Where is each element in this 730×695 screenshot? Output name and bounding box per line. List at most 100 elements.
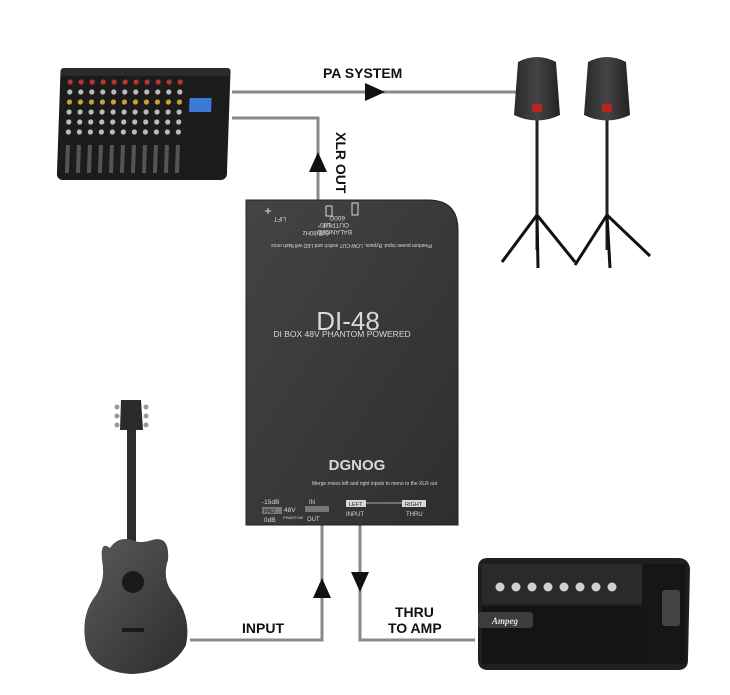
mixer-knob	[87, 129, 93, 135]
speaker-right	[573, 57, 652, 269]
mixer-knob	[89, 79, 95, 85]
bass-amp: Ampeg	[478, 558, 690, 670]
mixer-knob	[111, 79, 117, 85]
amp-knob	[495, 582, 505, 592]
mixer-display	[189, 98, 212, 112]
amp-knob	[591, 582, 601, 592]
di-box-body	[245, 199, 459, 526]
mixer-knob	[100, 79, 106, 85]
mixer-knob	[164, 129, 170, 135]
pa-speakers	[500, 57, 652, 269]
thru-arrow	[351, 572, 369, 592]
di-box: BALANCED OUTPUT 600Ω 180° -6dB/80Hz LIFT…	[245, 199, 459, 526]
mixer-knob	[166, 89, 172, 95]
mixer-knob	[77, 109, 83, 115]
mixer-knob	[143, 109, 149, 115]
mixer-fader	[64, 145, 70, 173]
amp-knob	[607, 582, 617, 592]
mixer-knob	[144, 79, 150, 85]
di-bottom-panel: -15dB PAD 0dB 48V PHANTOM IN OUT LEFT IN…	[262, 499, 426, 524]
di-top-switches	[265, 202, 359, 217]
mixer-knob	[111, 89, 117, 95]
amp-badge-plate	[478, 612, 533, 628]
di-thru-label: THRU	[406, 512, 423, 518]
di-top-balanced: BALANCED	[317, 228, 352, 235]
mixer-fader	[75, 145, 81, 173]
mixer-knob	[154, 109, 160, 115]
di-pad-hi: -15dB	[262, 499, 279, 506]
mixer-knob	[110, 109, 116, 115]
mixer-fader	[108, 145, 114, 173]
di-in-jack	[305, 506, 329, 512]
mixer-fader	[163, 145, 169, 173]
di-top-impedance: 600Ω	[329, 214, 345, 221]
mixer-fader	[86, 145, 92, 173]
mixer-fader	[152, 145, 158, 173]
mixer-knob	[99, 109, 105, 115]
thru-label: THRU	[395, 604, 434, 620]
mixer-knob	[99, 119, 105, 125]
mixer-knob	[176, 119, 182, 125]
mixer-knob	[153, 129, 159, 135]
mixer-knob	[88, 109, 94, 115]
di-top-panel: BALANCED OUTPUT 600Ω 180° -6dB/80Hz LIFT…	[271, 214, 432, 248]
speaker-left	[500, 57, 577, 269]
input-label: INPUT	[242, 620, 284, 636]
guitar-body	[84, 539, 188, 674]
di-phantom-48v: 48V	[284, 507, 296, 514]
pa-arrow	[365, 83, 385, 101]
di-model: DI-48	[316, 306, 380, 336]
mixer-knob	[121, 99, 128, 105]
di-out-label: OUT	[307, 517, 320, 523]
mixer-knob	[132, 109, 138, 115]
mixer-knob	[110, 99, 117, 105]
mixer-knob	[176, 109, 182, 115]
mixer-knob	[88, 99, 95, 105]
mixer-knob	[110, 119, 116, 125]
mixer-knob	[154, 99, 161, 105]
mixer-knob	[133, 79, 139, 85]
mixer-knob	[144, 89, 150, 95]
mixer-knob	[176, 99, 183, 105]
mixer-knob	[100, 89, 106, 95]
mixer-knob	[122, 79, 128, 85]
mixer-fader	[141, 145, 147, 173]
mixer-knob	[88, 119, 94, 125]
xlr-out-label: XLR OUT	[333, 132, 349, 194]
mixer-knob	[132, 119, 138, 125]
mixer-knob	[155, 89, 161, 95]
mixer-knob	[77, 119, 83, 125]
mixer-knob	[133, 89, 139, 95]
mixer-knob	[155, 79, 161, 85]
mixer-fader	[174, 145, 180, 173]
mixer-knob	[122, 89, 128, 95]
mixer-knob	[166, 79, 172, 85]
di-merge-note: Merge mixes left and right inputs to mon…	[312, 481, 438, 487]
di-top-notes: Phantom power input. Bypass, LOW-CUT swi…	[271, 242, 432, 248]
mixer-knob	[76, 129, 82, 135]
mixer-knob	[77, 99, 84, 105]
mixer-knob	[143, 99, 150, 105]
amp-handle	[662, 590, 680, 626]
mixer	[56, 68, 231, 180]
mixer-knob	[78, 89, 84, 95]
mixer-knob	[143, 119, 149, 125]
mixer-knob	[177, 89, 183, 95]
di-right-label: RIGHT	[405, 502, 423, 508]
mixer-knob	[66, 99, 73, 105]
mixer-knob	[142, 129, 148, 135]
di-pad-lo: 0dB	[264, 517, 276, 524]
arrows	[309, 83, 385, 598]
di-phantom-label: PHANTOM	[283, 515, 303, 520]
mixer-knob	[177, 79, 183, 85]
mixer-knob	[175, 129, 181, 135]
xlr-arrow	[309, 152, 327, 172]
mixer-knob	[67, 89, 73, 95]
mixer-knob	[132, 99, 139, 105]
mixer-knob	[89, 89, 95, 95]
mixer-knob	[109, 129, 115, 135]
mixer-channel-strips	[64, 79, 183, 173]
xlr-cable	[232, 116, 320, 200]
mixer-knob	[121, 109, 127, 115]
